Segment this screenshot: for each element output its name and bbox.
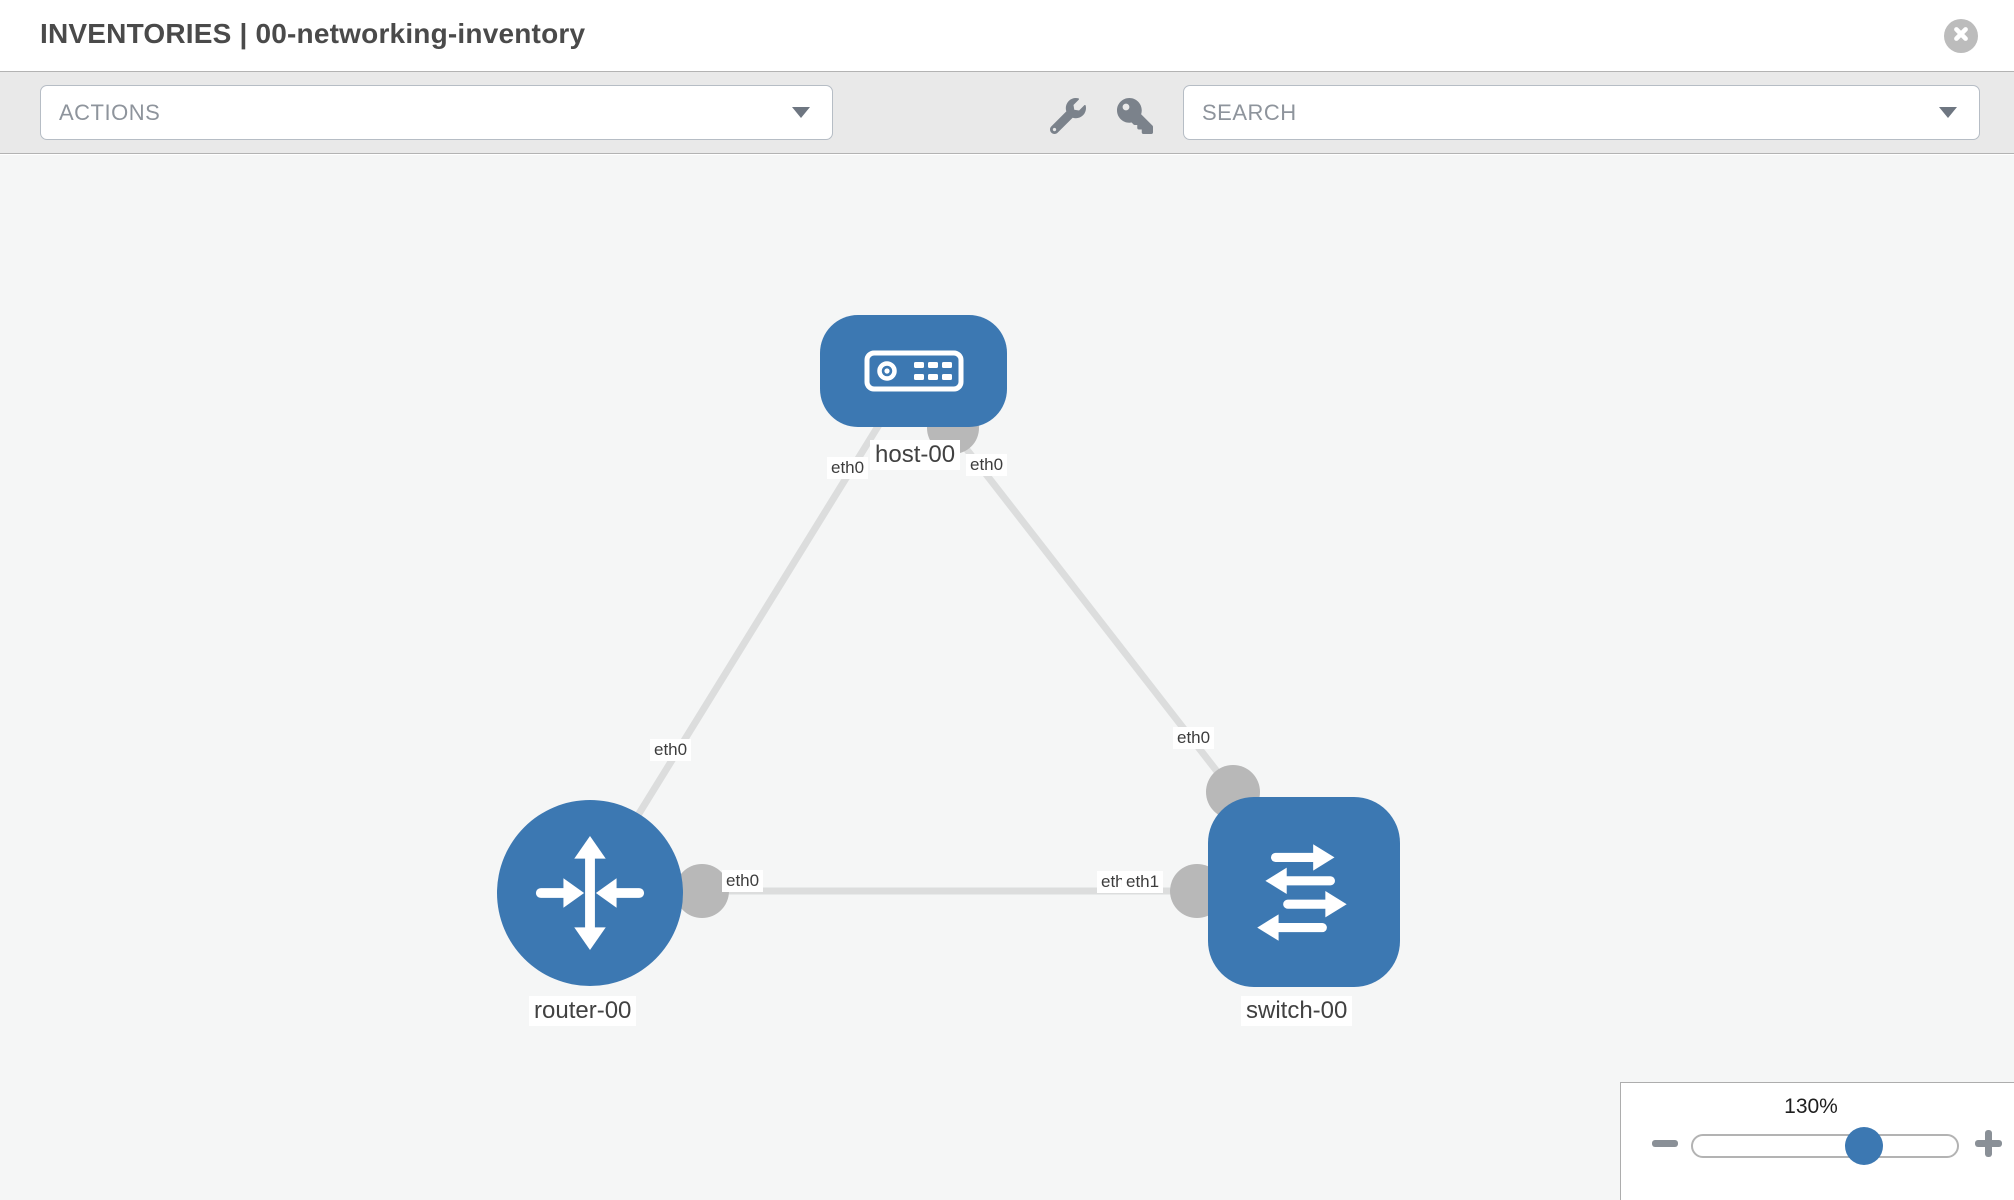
wrench-icon: [1049, 98, 1086, 138]
header: INVENTORIES | 00-networking-inventory: [0, 0, 2014, 71]
node-host-00[interactable]: [820, 315, 1007, 427]
port-router-right: [675, 864, 729, 918]
search-placeholder: SEARCH: [1202, 99, 1297, 125]
if-label-host-right: eth0: [966, 454, 1008, 476]
topology-canvas[interactable]: [0, 155, 2014, 1200]
switch-icon-node[interactable]: [1208, 797, 1400, 987]
node-label-host: host-00: [870, 440, 961, 470]
key-icon: [1117, 98, 1153, 138]
node-label-router: router-00: [529, 996, 637, 1026]
credentials-button[interactable]: [1117, 98, 1153, 134]
zoom-level-value: 130%: [1784, 1095, 1838, 1118]
switch-icon: [1243, 831, 1365, 953]
node-router-00[interactable]: [497, 800, 683, 986]
search-dropdown[interactable]: SEARCH: [1183, 85, 1980, 140]
close-icon: [1951, 24, 1971, 49]
zoom-in-button[interactable]: [1975, 1130, 2002, 1157]
if-label-host-left: eth0: [827, 457, 869, 479]
zoom-control-panel: 130%: [1620, 1082, 2014, 1200]
host-icon: [864, 349, 964, 393]
zoom-out-button[interactable]: [1652, 1140, 1678, 1147]
page-title: INVENTORIES | 00-networking-inventory: [40, 18, 586, 49]
node-label-switch: switch-00: [1241, 996, 1353, 1026]
actions-dropdown-label: ACTIONS: [59, 99, 161, 125]
toolbar: ACTIONS SEARCH: [0, 71, 2014, 154]
zoom-slider-track[interactable]: [1691, 1134, 1959, 1158]
adhoc-commands-button[interactable]: [1049, 98, 1086, 135]
close-button[interactable]: [1944, 19, 1978, 53]
actions-dropdown[interactable]: ACTIONS: [40, 85, 833, 140]
zoom-slider-handle[interactable]: [1845, 1127, 1883, 1165]
if-label-switch-eth1-front: eth1: [1122, 871, 1164, 893]
if-label-router-eth0: eth0: [722, 870, 764, 892]
if-label-switch-top: eth0: [1173, 727, 1215, 749]
chevron-down-icon: [1939, 107, 1957, 118]
if-label-router-top: eth0: [650, 739, 692, 761]
chevron-down-icon: [792, 107, 810, 118]
router-icon: [531, 834, 649, 952]
